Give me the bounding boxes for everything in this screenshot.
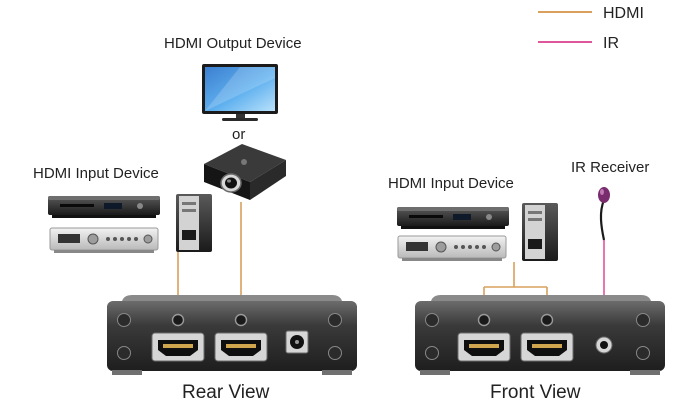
rear-pc-tower-icon (176, 194, 212, 252)
front-input-cable (483, 262, 548, 322)
rear-output-led (234, 313, 248, 327)
rear-dvd-player-icon (48, 196, 160, 218)
ir-receiver-icon (598, 187, 610, 241)
power-jack-icon (285, 330, 309, 354)
front-input-led-1 (477, 313, 491, 327)
front-input-led-2 (540, 313, 554, 327)
legend-hdmi-label: HDMI (603, 5, 644, 22)
rear-input-led (171, 313, 185, 327)
rear-view-label: Rear View (182, 382, 270, 403)
front-input-device-label: HDMI Input Device (388, 175, 514, 192)
ir-port-icon (595, 336, 613, 354)
rear-hdmi-port-2-icon (214, 332, 268, 362)
rear-or-label: or (232, 126, 245, 143)
front-dvd-player-icon (397, 207, 509, 229)
rear-amplifier-icon (49, 227, 159, 253)
ir-receiver-label: IR Receiver (571, 159, 649, 176)
front-box-screws (425, 313, 650, 360)
legend-ir-label: IR (603, 35, 619, 52)
rear-output-device-label: HDMI Output Device (164, 35, 302, 52)
rear-box-screws (117, 313, 342, 360)
monitor-icon (202, 64, 278, 121)
rear-switch-box (107, 295, 357, 375)
front-view-label: Front View (490, 382, 581, 403)
legend: HDMI IR (538, 5, 644, 52)
front-switch-box (415, 295, 665, 375)
front-hdmi-port-2-icon (520, 332, 574, 362)
projector-icon (204, 144, 286, 200)
front-amplifier-icon (397, 235, 507, 261)
rear-input-device-label: HDMI Input Device (33, 165, 159, 182)
front-hdmi-port-1-icon (457, 332, 511, 362)
front-pc-tower-icon (522, 203, 558, 261)
rear-hdmi-port-1-icon (151, 332, 205, 362)
